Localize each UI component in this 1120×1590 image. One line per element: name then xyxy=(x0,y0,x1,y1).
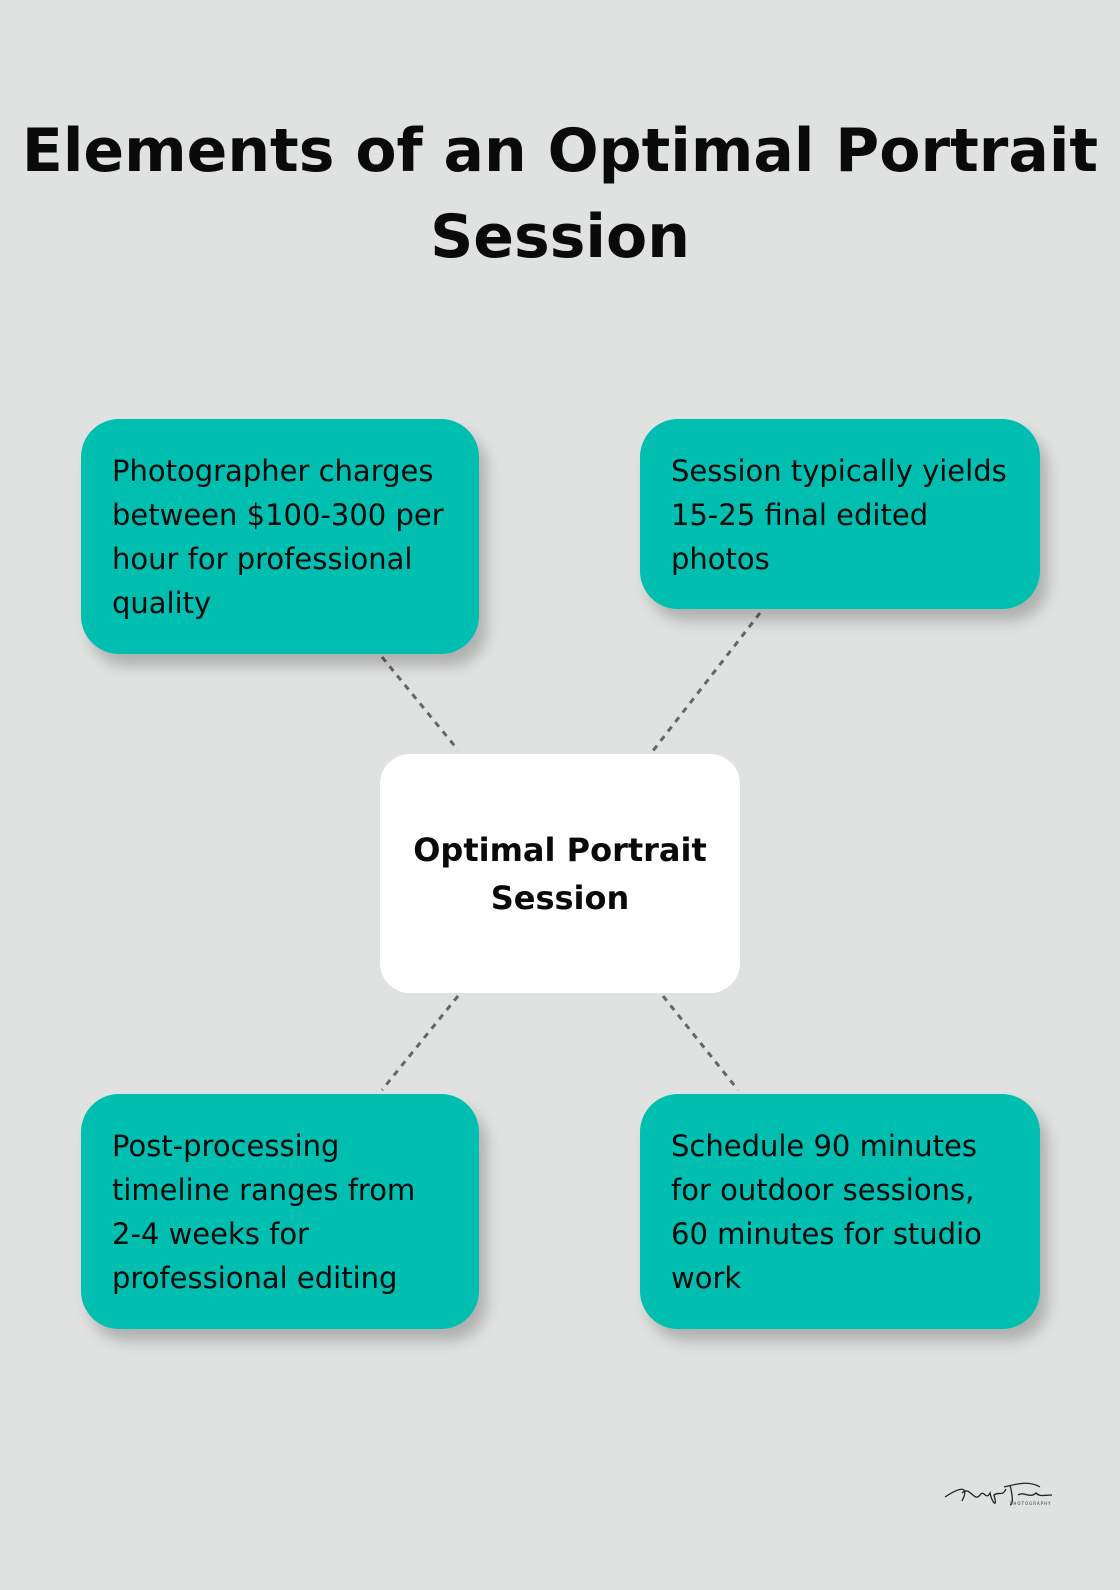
card-timeline: Post-processing timeline ranges from 2-4… xyxy=(81,1094,479,1329)
card-text: Session typically yields 15-25 final edi… xyxy=(671,454,1007,576)
logo-signature: PHOTOGRAPHY xyxy=(944,1482,1053,1506)
connector-top-right xyxy=(650,612,762,753)
connector-bottom-left xyxy=(380,995,460,1091)
card-text: Post-processing timeline ranges from 2-4… xyxy=(112,1129,416,1295)
card-text: Schedule 90 minutes for outdoor sessions… xyxy=(671,1129,982,1295)
center-label: Optimal Portrait Session xyxy=(413,830,707,917)
connector-top-left xyxy=(380,656,460,751)
card-cost: Photographer charges between $100-300 pe… xyxy=(81,419,479,654)
svg-text:PHOTOGRAPHY: PHOTOGRAPHY xyxy=(1010,1501,1051,1506)
connector-bottom-right xyxy=(661,995,740,1091)
card-text: Photographer charges between $100-300 pe… xyxy=(112,454,444,620)
card-yield: Session typically yields 15-25 final edi… xyxy=(640,419,1040,609)
card-schedule: Schedule 90 minutes for outdoor sessions… xyxy=(640,1094,1040,1329)
center-node: Optimal Portrait Session xyxy=(380,754,740,993)
page-title: Elements of an Optimal Portrait Session xyxy=(21,116,1099,272)
